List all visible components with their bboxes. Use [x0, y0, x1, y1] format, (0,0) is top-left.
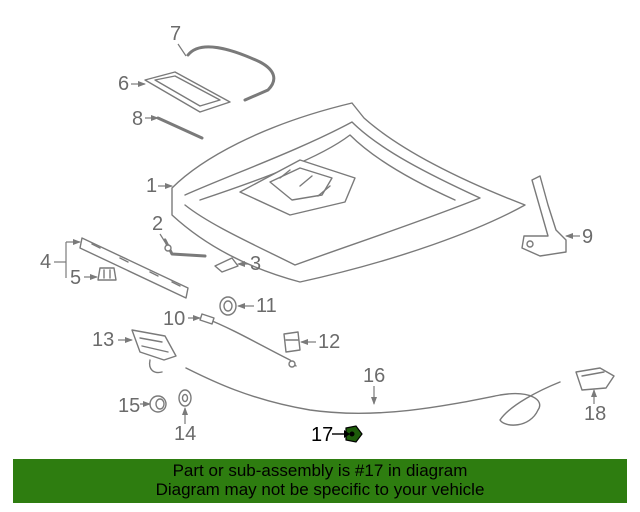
- retainer-clip: [97, 267, 117, 281]
- svg-text:11: 11: [256, 295, 277, 317]
- callout-4: 4: [40, 239, 81, 278]
- banner-line-2: Diagram may not be specific to your vehi…: [155, 480, 485, 499]
- info-banner: Part or sub-assembly is #17 in diagram D…: [13, 459, 627, 503]
- release-cable-front: [199, 313, 297, 368]
- callout-18: 18: [584, 389, 606, 425]
- small-grommet: [178, 389, 192, 407]
- callout-5: 5: [70, 267, 98, 289]
- seal-strip: [156, 116, 204, 140]
- hood-hinge: [521, 175, 567, 257]
- callout-14: 14: [174, 407, 196, 445]
- lock-assembly: [131, 329, 177, 374]
- svg-text:15: 15: [118, 395, 140, 417]
- svg-text:8: 8: [132, 108, 143, 130]
- callout-15: 15: [118, 395, 151, 417]
- callout-2: 2: [152, 213, 166, 243]
- svg-text:10: 10: [163, 308, 185, 330]
- hood-panel: [171, 102, 526, 283]
- svg-text:5: 5: [70, 267, 81, 289]
- callout-11: 11: [237, 295, 277, 317]
- callout-16: 16: [363, 365, 385, 405]
- callout-8: 8: [132, 108, 159, 130]
- svg-text:1: 1: [146, 175, 157, 197]
- svg-text:12: 12: [318, 331, 340, 353]
- svg-text:17: 17: [311, 424, 333, 446]
- svg-text:2: 2: [152, 213, 163, 235]
- banner-line-1: Part or sub-assembly is #17 in diagram: [172, 461, 468, 480]
- insulator-pad: [144, 71, 231, 113]
- release-handle: [575, 367, 615, 391]
- svg-text:7: 7: [170, 23, 181, 45]
- svg-text:16: 16: [363, 365, 385, 387]
- svg-text:3: 3: [250, 253, 261, 275]
- callout-12: 12: [300, 331, 340, 353]
- callout-6: 6: [118, 73, 146, 95]
- front-seal-bar: [79, 237, 189, 299]
- svg-text:13: 13: [92, 329, 114, 351]
- svg-text:9: 9: [582, 226, 593, 248]
- svg-text:18: 18: [584, 403, 606, 425]
- grommet: [219, 296, 237, 316]
- parts-diagram: 1 6 7 8 9 2: [40, 23, 615, 446]
- callout-13: 13: [92, 329, 133, 351]
- callout-7: 7: [170, 23, 187, 57]
- cable-clamp: [283, 331, 301, 353]
- release-cable-main: [185, 367, 561, 426]
- svg-text:14: 14: [174, 423, 196, 445]
- cap: [149, 395, 167, 413]
- prop-clip: [163, 238, 207, 258]
- svg-text:6: 6: [118, 73, 129, 95]
- weatherstrip-seal: [186, 45, 276, 102]
- callout-9: 9: [565, 226, 593, 248]
- callout-1: 1: [146, 175, 173, 197]
- callout-17: 17: [311, 424, 350, 446]
- callout-3: 3: [237, 253, 261, 275]
- highlighted-part-17: [345, 425, 363, 443]
- bumper-stop: [214, 257, 239, 273]
- callout-10: 10: [163, 308, 201, 330]
- svg-text:4: 4: [40, 251, 51, 273]
